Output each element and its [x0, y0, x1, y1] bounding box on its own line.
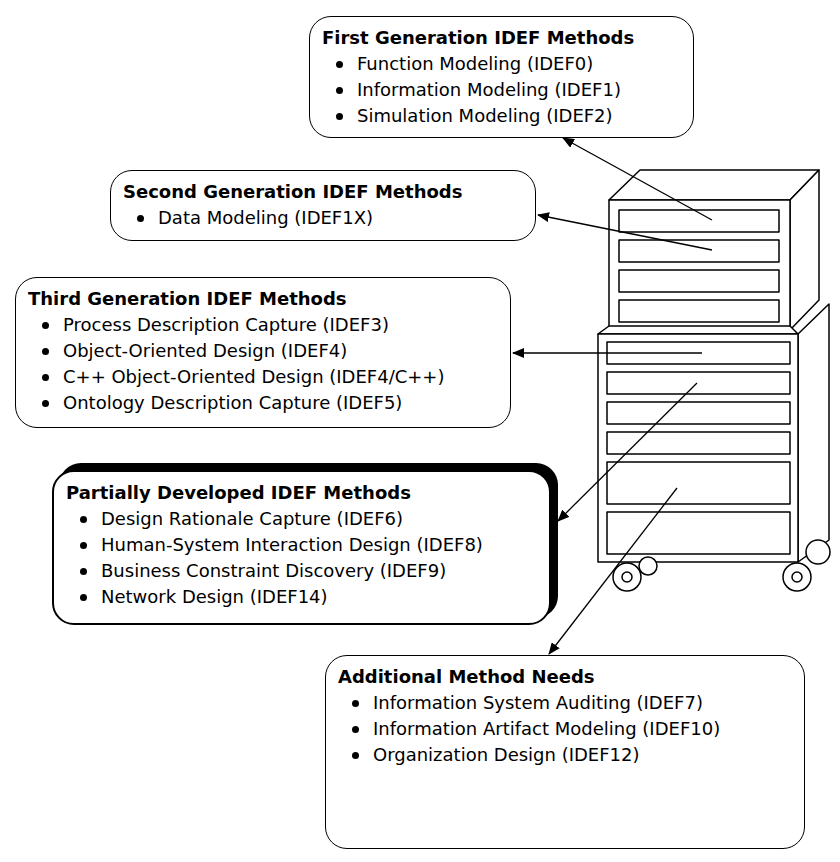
bullet-dot: [336, 61, 343, 68]
item-text: Human-System Interaction Design (IDEF8): [101, 534, 483, 555]
group-heading: Additional Method Needs: [338, 664, 790, 690]
item-text: Simulation Modeling (IDEF2): [357, 105, 613, 126]
bullet-dot: [336, 113, 343, 120]
heading-text: Third Generation IDEF Methods: [28, 288, 347, 309]
method-item: Process Description Capture (IDEF3): [28, 312, 496, 338]
generation-box: Third Generation IDEF MethodsProcess Des…: [15, 277, 511, 428]
item-text: Information Artifact Modeling (IDEF10): [373, 718, 720, 739]
bullet-dot: [352, 726, 359, 733]
method-item: Information Modeling (IDEF1): [322, 77, 679, 103]
item-text: Network Design (IDEF14): [101, 586, 328, 607]
item-text: Function Modeling (IDEF0): [357, 53, 593, 74]
bullet-dot: [80, 568, 87, 575]
group-heading: Partially Developed IDEF Methods: [66, 480, 535, 506]
method-item: Information Artifact Modeling (IDEF10): [338, 716, 790, 742]
method-item: Ontology Description Capture (IDEF5): [28, 390, 496, 416]
bullet-dot: [352, 700, 359, 707]
heading-text: Partially Developed IDEF Methods: [66, 482, 411, 503]
bullet-dot: [42, 400, 49, 407]
item-text: Design Rationale Capture (IDEF6): [101, 508, 403, 529]
heading-text: Second Generation IDEF Methods: [123, 181, 462, 202]
method-item: Simulation Modeling (IDEF2): [322, 103, 679, 129]
method-item: Data Modeling (IDEF1X): [123, 205, 521, 231]
method-item: Design Rationale Capture (IDEF6): [66, 506, 535, 532]
method-item: Information System Auditing (IDEF7): [338, 690, 790, 716]
method-item: Network Design (IDEF14): [66, 584, 535, 610]
item-text: Business Constraint Discovery (IDEF9): [101, 560, 446, 581]
group-heading: Third Generation IDEF Methods: [28, 286, 496, 312]
group-heading: Second Generation IDEF Methods: [123, 179, 521, 205]
item-text: Ontology Description Capture (IDEF5): [63, 392, 402, 413]
generation-box: Second Generation IDEF MethodsData Model…: [110, 170, 536, 241]
heading-text: Additional Method Needs: [338, 666, 595, 687]
heading-text: First Generation IDEF Methods: [322, 27, 634, 48]
method-item: Human-System Interaction Design (IDEF8): [66, 532, 535, 558]
bullet-dot: [42, 348, 49, 355]
item-text: Object-Oriented Design (IDEF4): [63, 340, 347, 361]
method-item: C++ Object-Oriented Design (IDEF4/C++): [28, 364, 496, 390]
bullet-dot: [336, 87, 343, 94]
bullet-dot: [42, 374, 49, 381]
method-item: Object-Oriented Design (IDEF4): [28, 338, 496, 364]
item-text: Data Modeling (IDEF1X): [158, 207, 373, 228]
partial-methods-box: Partially Developed IDEF MethodsDesign R…: [52, 470, 551, 625]
bullet-dot: [42, 322, 49, 329]
bullet-dot: [80, 516, 87, 523]
item-text: Process Description Capture (IDEF3): [63, 314, 389, 335]
method-item: Organization Design (IDEF12): [338, 742, 790, 768]
item-text: Organization Design (IDEF12): [373, 744, 640, 765]
bullet-dot: [80, 594, 87, 601]
needs-box: Additional Method NeedsInformation Syste…: [325, 655, 805, 849]
bullet-dot: [352, 752, 359, 759]
generation-box: First Generation IDEF MethodsFunction Mo…: [309, 16, 694, 138]
method-item: Business Constraint Discovery (IDEF9): [66, 558, 535, 584]
bullet-dot: [137, 215, 144, 222]
method-item: Function Modeling (IDEF0): [322, 51, 679, 77]
group-heading: First Generation IDEF Methods: [322, 25, 679, 51]
item-text: Information System Auditing (IDEF7): [373, 692, 703, 713]
item-text: C++ Object-Oriented Design (IDEF4/C++): [63, 366, 444, 387]
item-text: Information Modeling (IDEF1): [357, 79, 621, 100]
bullet-dot: [80, 542, 87, 549]
